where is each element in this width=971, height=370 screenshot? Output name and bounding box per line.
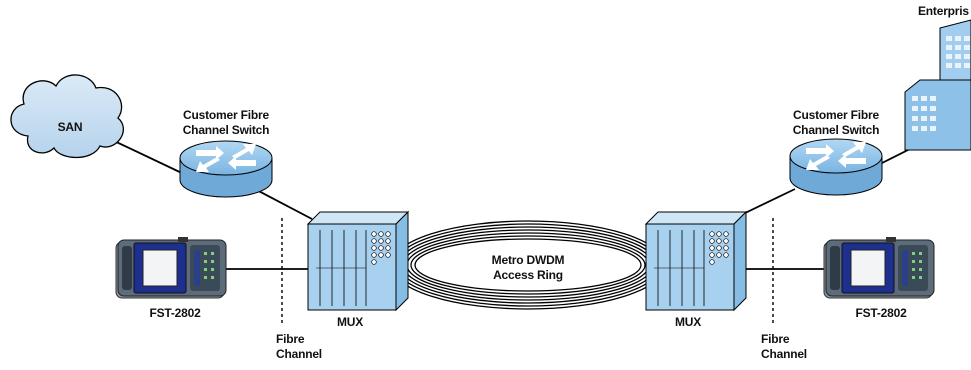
ring-label-line2: Access Ring bbox=[493, 268, 563, 282]
switch-label-left-line2: Channel Switch bbox=[182, 123, 270, 137]
device-label-right: FST-2802 bbox=[855, 306, 907, 320]
mux-icon-right bbox=[645, 211, 747, 311]
mux-icon-left bbox=[307, 211, 409, 311]
fibre-channel-label-right: Fibre Channel bbox=[761, 332, 821, 362]
fibre-channel-right-line1: Fibre bbox=[761, 332, 790, 346]
building-icon bbox=[904, 19, 971, 151]
fibre-channel-right-line2: Channel bbox=[761, 347, 807, 361]
switch-label-right-line2: Channel Switch bbox=[792, 123, 880, 137]
ring-label-line1: Metro DWDM bbox=[491, 253, 565, 267]
test-device-icon-left bbox=[115, 236, 227, 299]
switch-label-right: Customer Fibre Channel Switch bbox=[781, 108, 891, 138]
ring-label: Metro DWDM Access Ring bbox=[478, 253, 578, 283]
fibre-channel-label-left: Fibre Channel bbox=[276, 332, 336, 362]
switch-label-left: Customer Fibre Channel Switch bbox=[171, 108, 281, 138]
fibre-channel-left-line1: Fibre bbox=[276, 332, 305, 346]
fibre-channel-left-line2: Channel bbox=[276, 347, 322, 361]
switch-label-left-line1: Customer Fibre bbox=[183, 108, 269, 122]
enterprise-label: Enterpris bbox=[918, 4, 969, 18]
mux-label-right: MUX bbox=[674, 315, 702, 329]
cloud-icon bbox=[10, 74, 124, 159]
router-icon-left bbox=[179, 140, 273, 198]
link-lines bbox=[109, 138, 923, 270]
device-label-left: FST-2802 bbox=[149, 306, 201, 320]
test-device-icon-right bbox=[823, 236, 935, 299]
router-icon-right bbox=[789, 138, 883, 196]
san-label: SAN bbox=[57, 120, 83, 134]
mux-label-left: MUX bbox=[336, 315, 364, 329]
switch-label-right-line1: Customer Fibre bbox=[793, 108, 879, 122]
